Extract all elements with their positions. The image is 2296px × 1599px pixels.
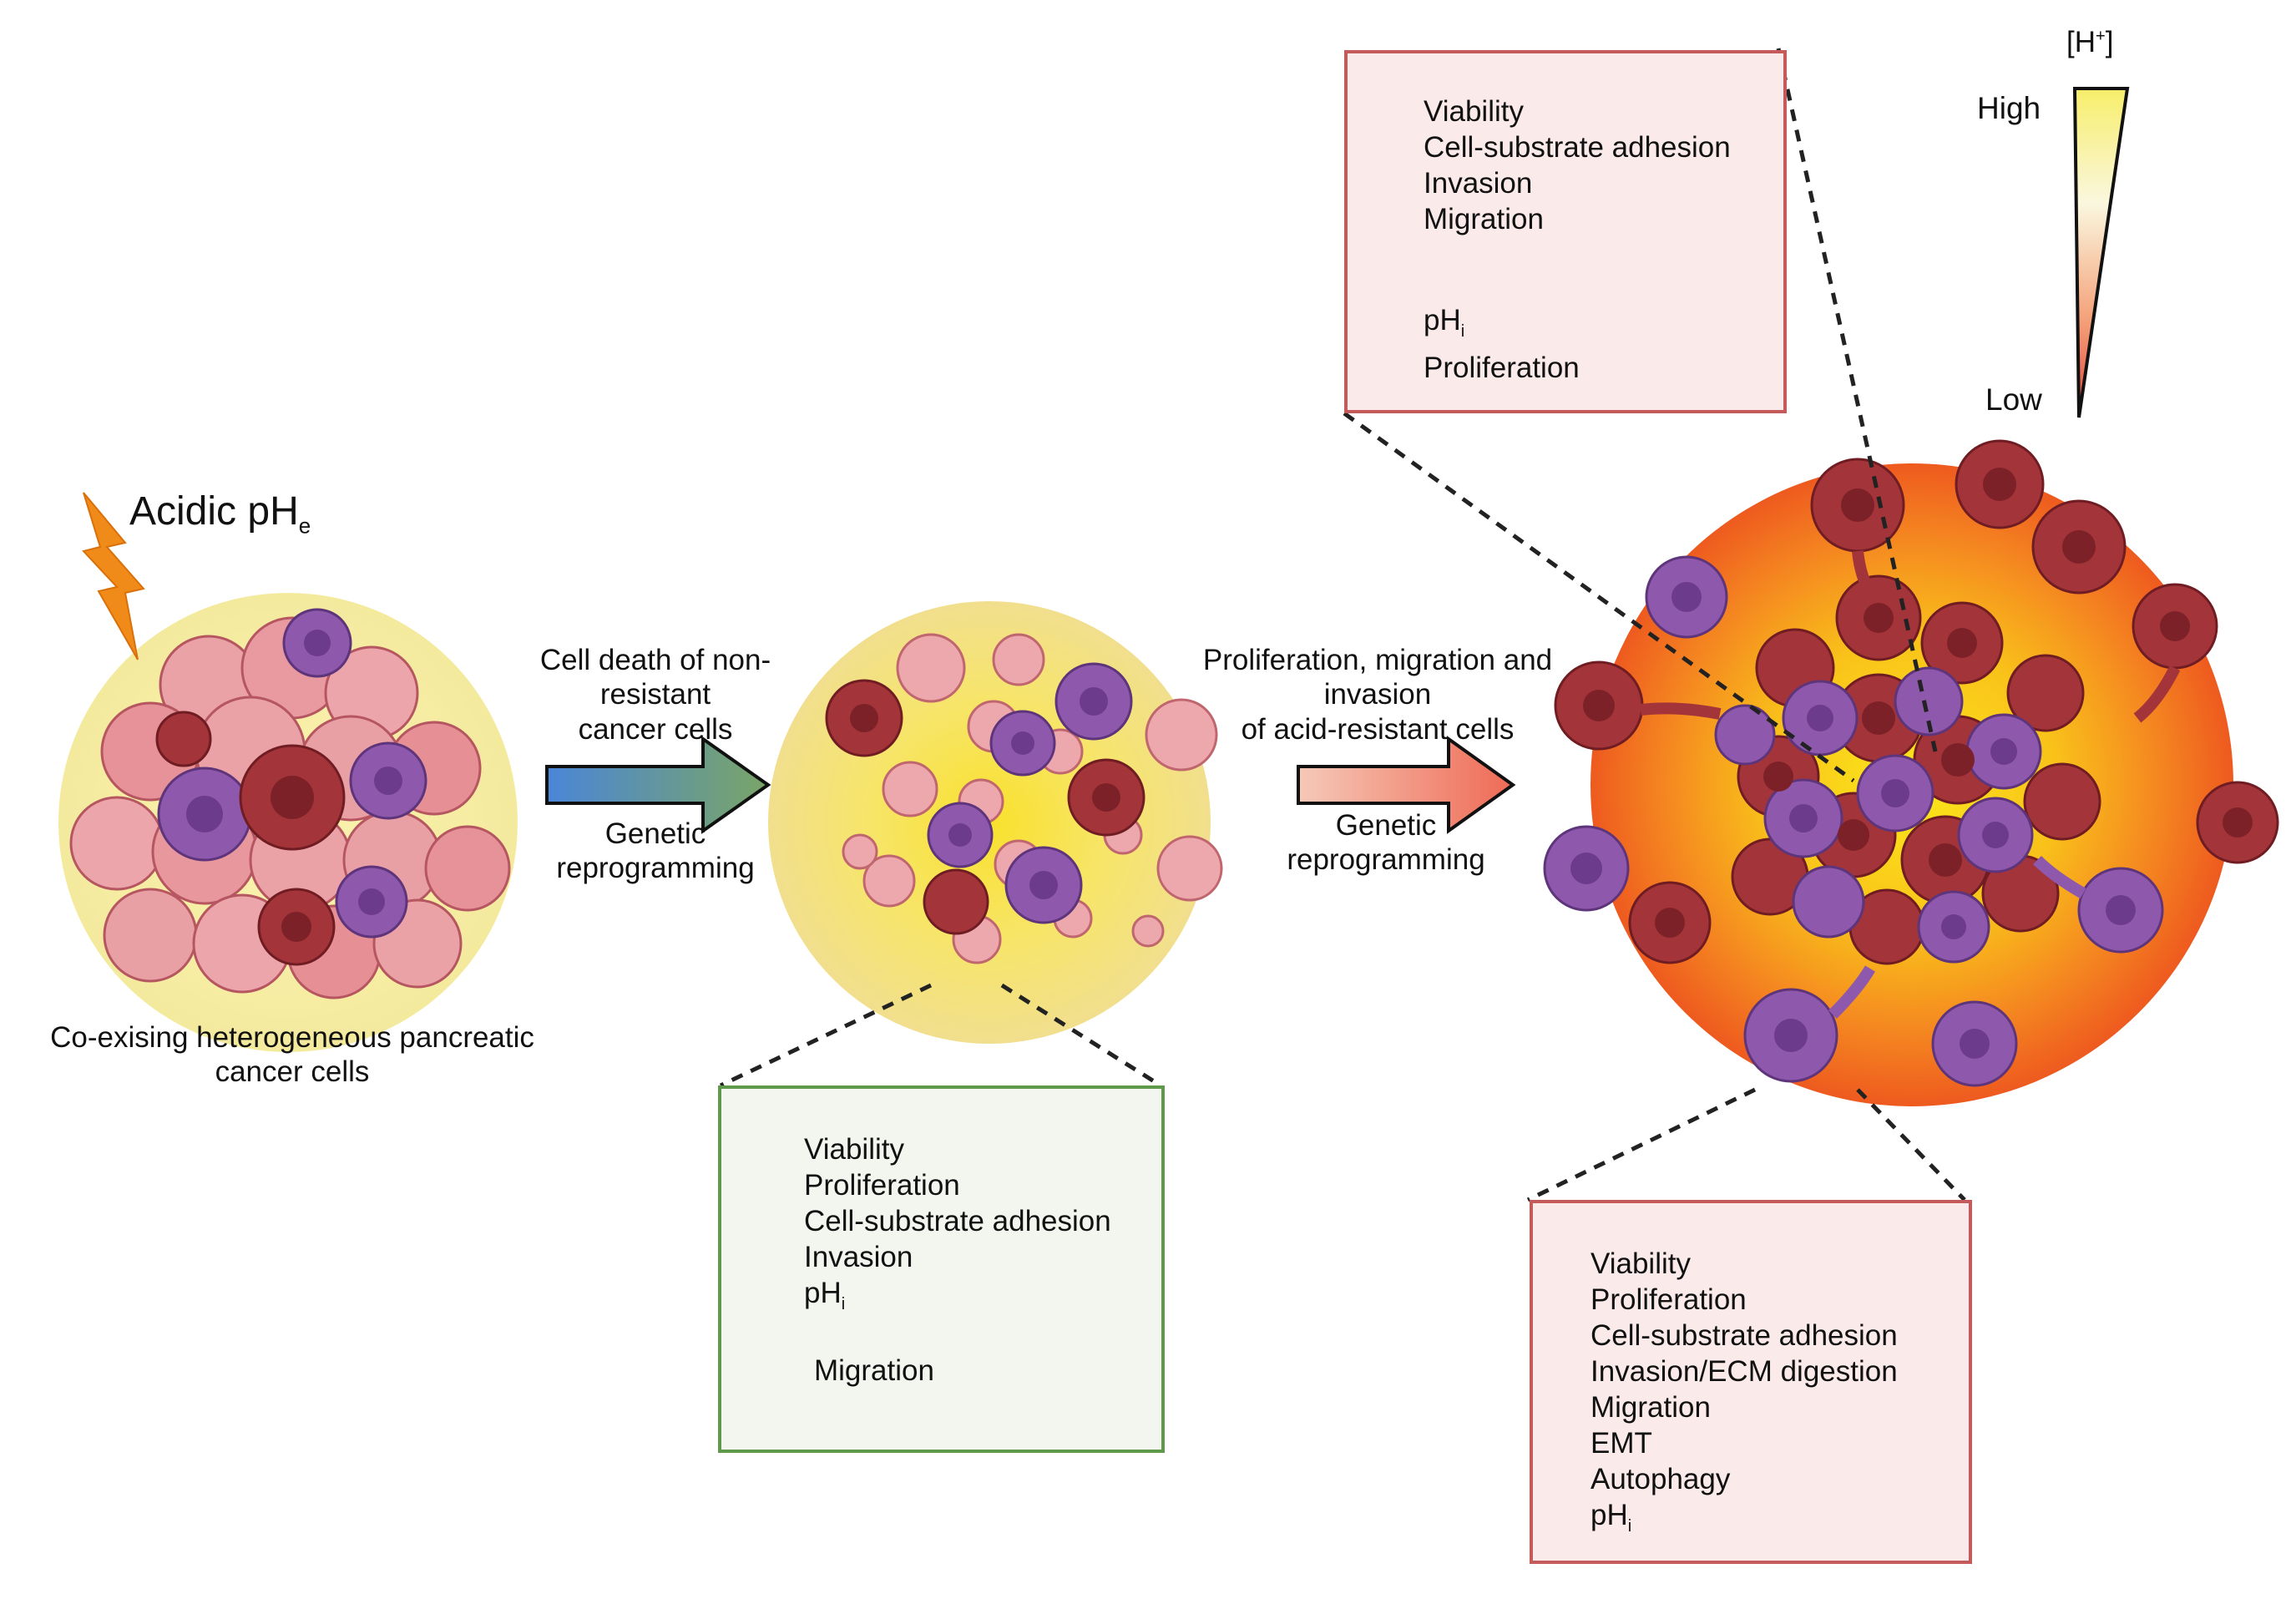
- list-item: Cell-substrate adhesion: [804, 1205, 1111, 1237]
- dashed-connectors: [719, 48, 1966, 1202]
- top-increased-list: Viability Cell-substrate adhesion Invasi…: [1424, 94, 1731, 237]
- arrow1-top-text: Cell death of non- resistant cancer cell…: [539, 644, 771, 746]
- list-item: pHi: [1424, 304, 1465, 341]
- list-item: Invasion/ECM digestion: [1591, 1355, 1898, 1388]
- arrow2-top-text: Proliferation, migration and invasion of…: [1202, 644, 1553, 746]
- list-item: Proliferation: [1424, 352, 1580, 384]
- arrow1-bottom-text: Genetic reprogramming: [556, 817, 755, 885]
- arrow1-shape: [545, 736, 771, 834]
- bottom-increased-list: Viability Proliferation Cell-substrate a…: [1591, 1246, 1898, 1545]
- list-item: Migration: [814, 1354, 934, 1387]
- stage2-decreased-list: Viability Proliferation Cell-substrate a…: [804, 1131, 1111, 1323]
- list-item: EMT: [1591, 1427, 1652, 1460]
- stage2-cells: [825, 633, 1223, 964]
- list-item: Autophagy: [1591, 1463, 1731, 1495]
- list-item: Migration: [1424, 203, 1544, 235]
- lightning-icon: [82, 492, 145, 660]
- stage2-increased-list: Migration: [814, 1353, 934, 1389]
- proton-legend-low: Low: [1985, 382, 2042, 417]
- stage3-peripheral-cells: [1543, 439, 2279, 1087]
- stage2-effects-box: [718, 1085, 1165, 1453]
- list-item: Migration: [1591, 1391, 1711, 1424]
- list-item: Invasion: [804, 1241, 913, 1273]
- list-item: Cell-substrate adhesion: [1591, 1319, 1898, 1352]
- proton-legend-high: High: [1977, 91, 2041, 125]
- list-item: Viability: [1424, 95, 1524, 128]
- stage3-core-cluster: [1714, 574, 2101, 965]
- list-item: pHi: [804, 1277, 846, 1313]
- core-effects-box: [1530, 1200, 1972, 1564]
- list-item: pHi: [1591, 1499, 1632, 1536]
- list-item: Proliferation: [1591, 1283, 1747, 1316]
- stimulus-label: Acidic pHe: [129, 489, 311, 539]
- proton-gradient-wedge: [2072, 87, 2130, 418]
- peripheral-effects-box: [1344, 50, 1787, 413]
- stage1-cell-cluster: [69, 608, 511, 999]
- list-item: Proliferation: [804, 1169, 960, 1202]
- list-item: Viability: [1591, 1247, 1691, 1280]
- proton-legend-title: [H+]: [2066, 26, 2114, 58]
- top-decreased-list: pHi Proliferation: [1424, 302, 1580, 386]
- list-item: Viability: [804, 1133, 904, 1166]
- arrow2-shape: [1297, 736, 1516, 834]
- stage1-caption: Co-exising heterogeneous pancreatic canc…: [50, 1021, 534, 1089]
- list-item: Cell-substrate adhesion: [1424, 131, 1731, 164]
- arrow2-bottom-text: Genetic reprogramming: [1287, 809, 1485, 877]
- list-item: Invasion: [1424, 167, 1533, 200]
